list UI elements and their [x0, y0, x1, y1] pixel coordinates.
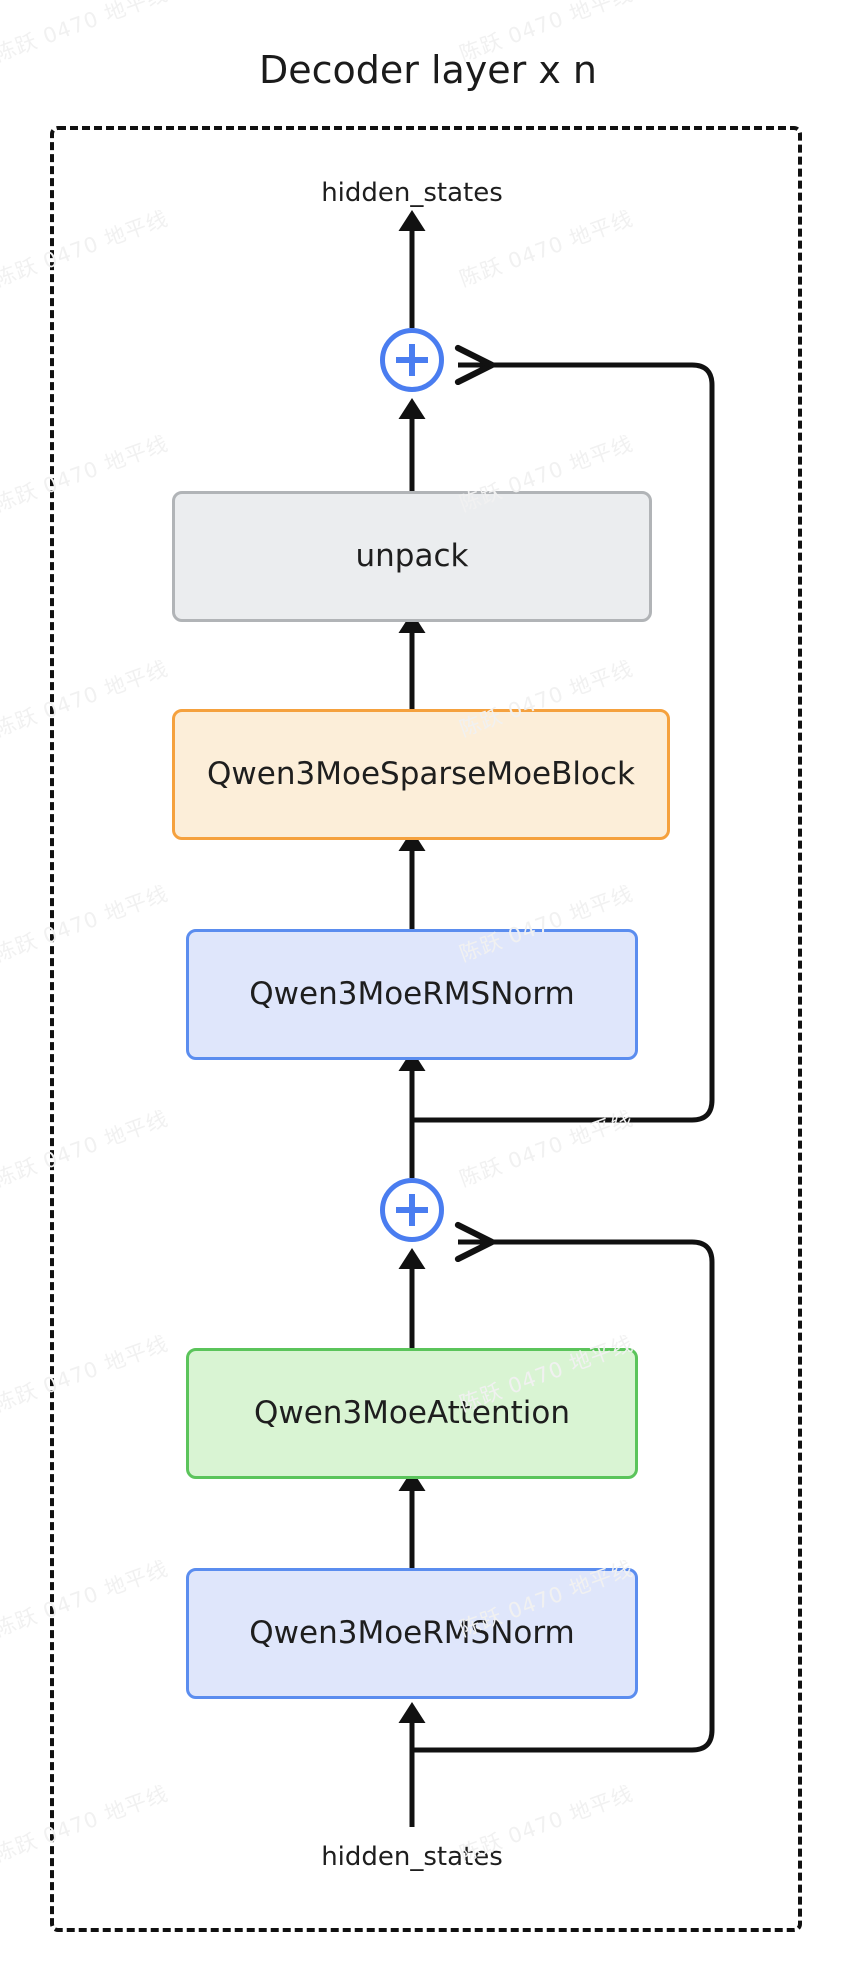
- edge-residual-upper: [412, 365, 715, 1123]
- add-operator-top[interactable]: [380, 328, 444, 392]
- node-qwen3moermsnorm-post-label: Qwen3MoeRMSNorm: [249, 976, 575, 1013]
- node-qwen3moesparsemoeblock-label: Qwen3MoeSparseMoeBlock: [207, 756, 635, 793]
- edge-residual-lower: [412, 1242, 715, 1753]
- node-unpack[interactable]: unpack: [172, 491, 652, 622]
- node-qwen3moeattention[interactable]: Qwen3MoeAttention: [186, 1348, 638, 1479]
- node-qwen3moermsnorm-input-label: Qwen3MoeRMSNorm: [249, 1615, 575, 1652]
- decoder-layer-cluster-border: [50, 126, 802, 1932]
- node-unpack-label: unpack: [355, 538, 469, 575]
- diagram-title: Decoder layer x n: [258, 48, 598, 92]
- node-qwen3moermsnorm-post[interactable]: Qwen3MoeRMSNorm: [186, 929, 638, 1060]
- node-qwen3moeattention-label: Qwen3MoeAttention: [253, 1395, 571, 1432]
- node-qwen3moermsnorm-input[interactable]: Qwen3MoeRMSNorm: [186, 1568, 638, 1699]
- add-operator-bottom[interactable]: [380, 1178, 444, 1242]
- node-qwen3moesparsemoeblock[interactable]: Qwen3MoeSparseMoeBlock: [172, 709, 670, 840]
- input-hidden-states-label: hidden_states: [321, 1842, 503, 1872]
- output-hidden-states-label: hidden_states: [321, 178, 503, 208]
